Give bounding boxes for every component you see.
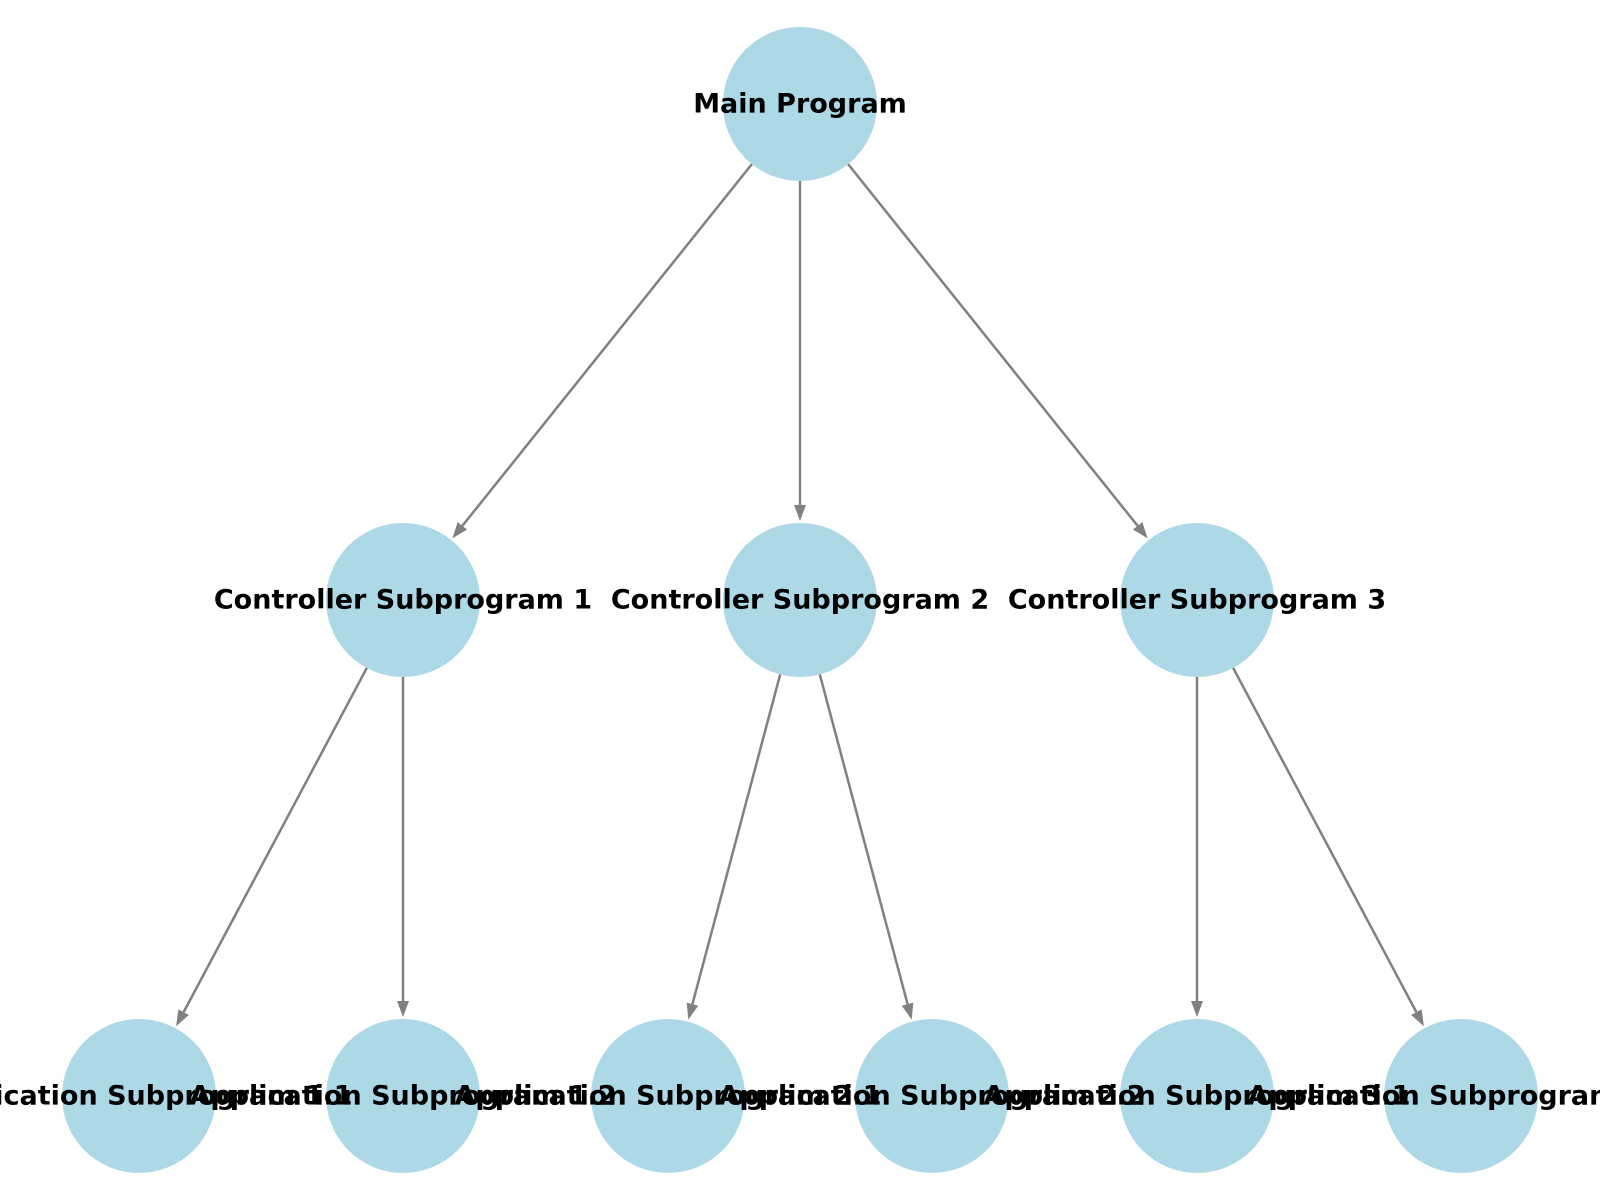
edge-line xyxy=(182,667,368,1013)
node-a31 xyxy=(1120,1019,1274,1173)
edge-line xyxy=(461,163,753,527)
node-label-a22: Application Subprogram 2.2 xyxy=(718,1081,1145,1112)
node-label-a12: Application Subprogram 1.2 xyxy=(189,1081,616,1112)
arrowhead xyxy=(1191,1001,1203,1017)
node-label-a11: Application Subprogram 1.1 xyxy=(0,1081,353,1112)
edge-main-c1 xyxy=(452,163,753,539)
node-main xyxy=(723,27,877,181)
edge-c2-a22 xyxy=(818,674,914,1020)
arrowhead xyxy=(901,1002,914,1020)
edge-line xyxy=(847,163,1139,527)
arrowhead xyxy=(452,522,468,539)
node-label-a32: Application Subprogram 3.2 xyxy=(1247,1081,1600,1112)
edge-c3-a31 xyxy=(1191,677,1203,1017)
edges-layer xyxy=(176,163,1424,1027)
node-label-c3: Controller Subprogram 3 xyxy=(1008,585,1386,616)
edge-line xyxy=(818,674,909,1005)
node-a22 xyxy=(855,1019,1009,1173)
arrowhead xyxy=(176,1009,189,1027)
arrowhead xyxy=(794,505,806,521)
node-label-a31: Application Subprogram 3.1 xyxy=(983,1081,1410,1112)
node-label-main: Main Program xyxy=(693,89,907,120)
node-label-c1: Controller Subprogram 1 xyxy=(214,585,592,616)
node-label-c2: Controller Subprogram 2 xyxy=(611,585,989,616)
arrowhead xyxy=(686,1002,699,1020)
node-c2 xyxy=(723,523,877,677)
nodes-layer xyxy=(62,27,1538,1173)
node-label-a21: Application Subprogram 2.1 xyxy=(454,1081,881,1112)
node-a12 xyxy=(326,1019,480,1173)
edge-c3-a32 xyxy=(1232,667,1424,1027)
arrowhead xyxy=(1132,522,1148,539)
arrowhead xyxy=(1411,1009,1424,1027)
node-a32 xyxy=(1384,1019,1538,1173)
edge-main-c3 xyxy=(847,163,1148,539)
edge-main-c2 xyxy=(794,181,806,521)
arrowhead xyxy=(397,1001,409,1017)
node-a21 xyxy=(591,1019,745,1173)
node-a11 xyxy=(62,1019,216,1173)
node-c3 xyxy=(1120,523,1274,677)
edge-c1-a11 xyxy=(176,667,368,1027)
edge-c1-a12 xyxy=(397,677,409,1017)
edge-line xyxy=(1232,667,1418,1013)
edge-c2-a21 xyxy=(686,674,782,1020)
edge-line xyxy=(691,674,782,1005)
node-c1 xyxy=(326,523,480,677)
